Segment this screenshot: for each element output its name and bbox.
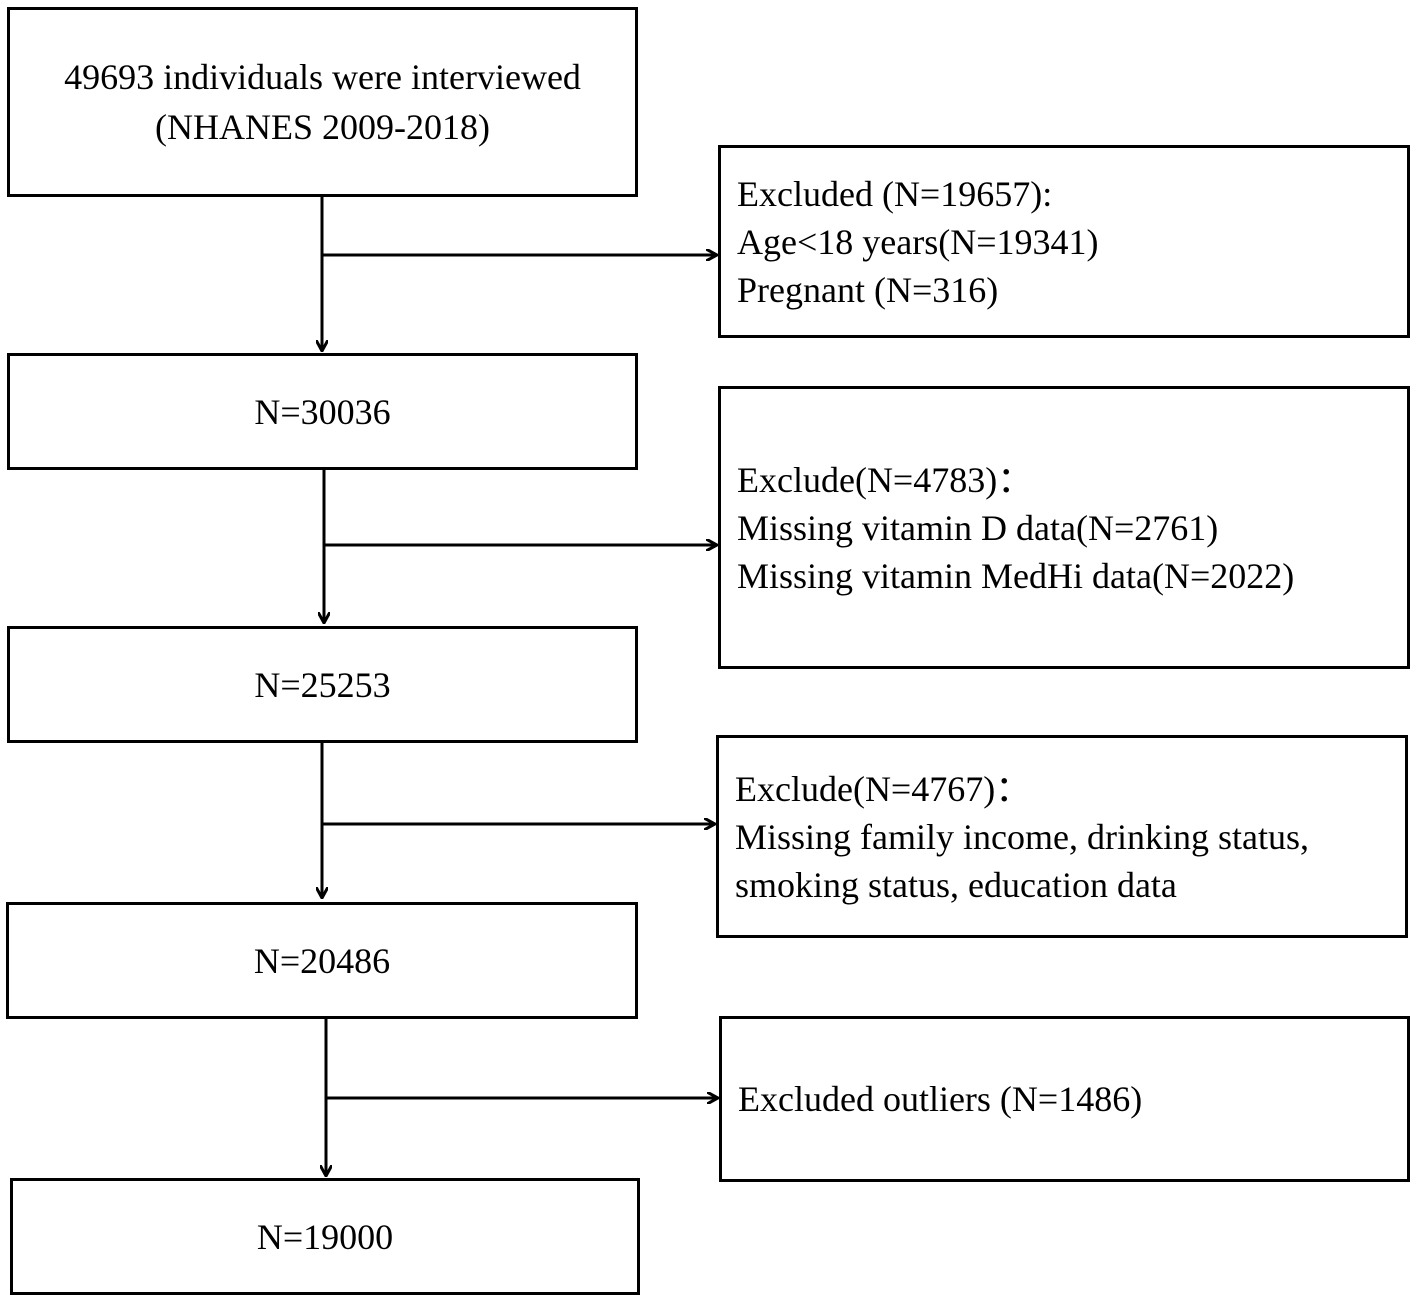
exclusion-line: Missing family income, drinking status, (735, 816, 1309, 857)
start-line-1: 49693 individuals were interviewed (64, 57, 581, 97)
step-box-3: N=20486 (6, 902, 638, 1019)
exclusion-box-3: Exclude(N=4767)： Missing family income, … (716, 735, 1408, 938)
exclusion-box-4: Excluded outliers (N=1486) (719, 1016, 1410, 1182)
exclusion-line: Pregnant (N=316) (737, 269, 999, 310)
step-label: N=25253 (254, 664, 391, 705)
step-box-1: N=30036 (7, 353, 638, 470)
exclusion-box-1: Excluded (N=19657): Age<18 years(N=19341… (718, 145, 1410, 338)
step-box-2: N=25253 (7, 626, 638, 743)
exclusion-line: Exclude(N=4767)： (735, 768, 1032, 809)
exclusion-line: Excluded outliers (N=1486) (738, 1079, 1143, 1119)
step-label: N=19000 (256, 1216, 394, 1257)
step-box-4: N=19000 (10, 1178, 640, 1295)
start-box: 49693 individuals were interviewed (NHAN… (7, 7, 638, 197)
exclusion-line: smoking status, education data (735, 864, 1177, 905)
exclusion-line: Excluded (N=19657): (737, 173, 1053, 214)
exclusion-line: Age<18 years(N=19341) (737, 221, 1099, 262)
exclusion-line: Exclude(N=4783)： (737, 459, 1034, 500)
exclusion-line: Missing vitamin D data(N=2761) (737, 507, 1219, 548)
step-label: N=20486 (253, 940, 391, 981)
step-label: N=30036 (254, 391, 391, 432)
exclusion-box-2: Exclude(N=4783)： Missing vitamin D data(… (718, 386, 1410, 669)
exclusion-line: Missing vitamin MedHi data(N=2022) (737, 555, 1295, 596)
start-line-2: (NHANES 2009-2018) (155, 107, 490, 147)
